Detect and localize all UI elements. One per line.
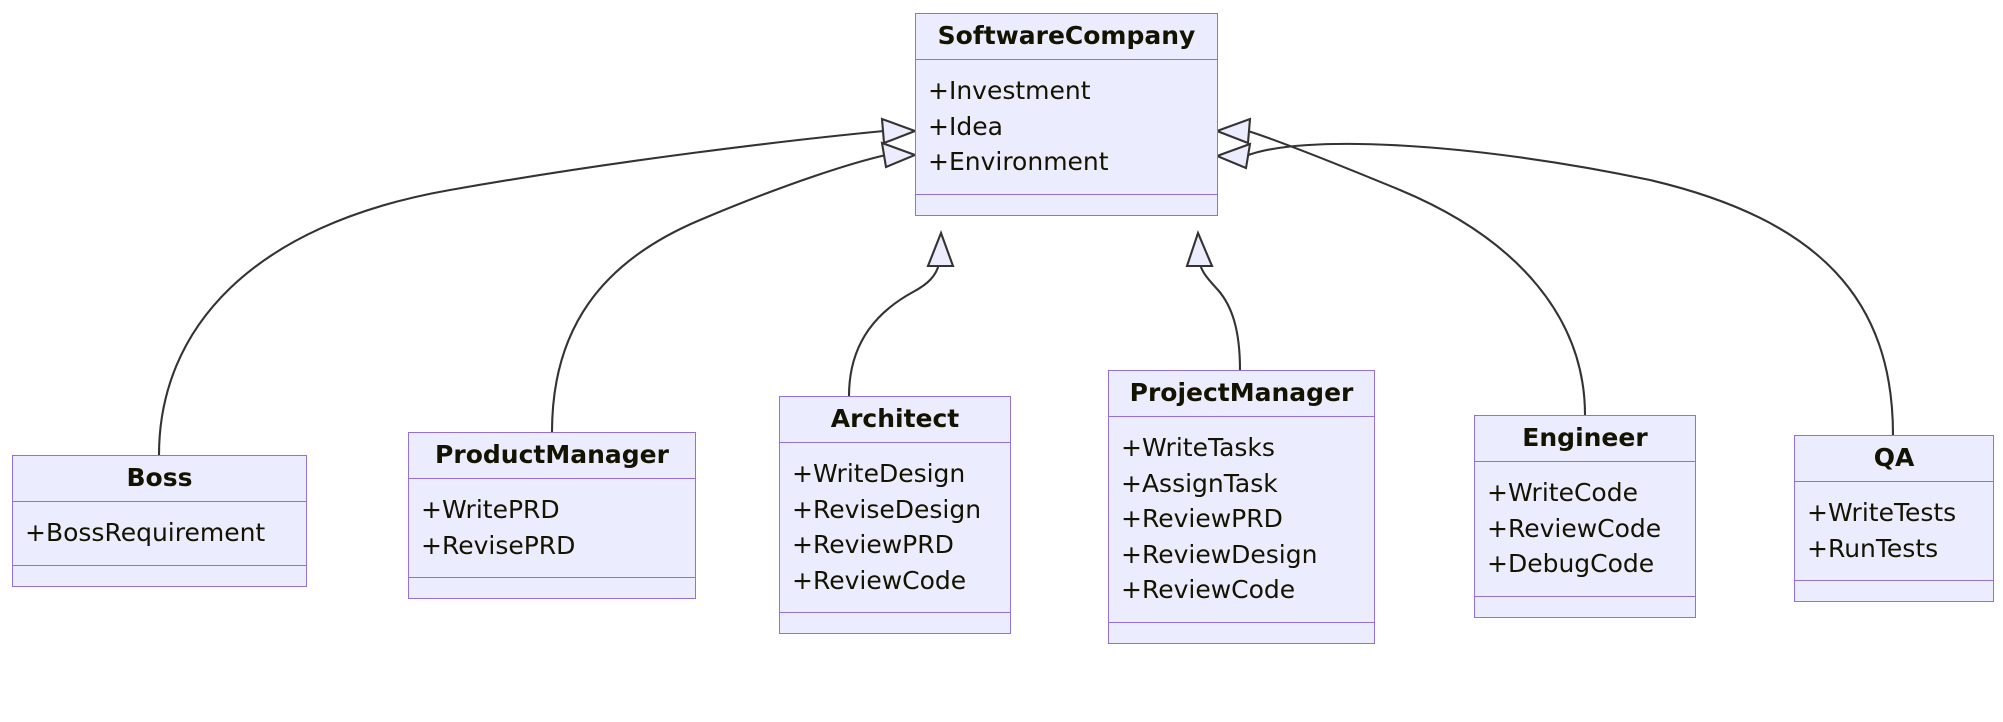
attribute-row: +Environment	[928, 147, 1109, 177]
class-title-productmanager: ProductManager	[409, 433, 695, 480]
attribute-row: +WritePRD	[421, 495, 560, 525]
edge-boss-to-softwarecompany	[157, 129, 885, 456]
class-attributes-qa: +WriteTests +RunTests	[1795, 482, 1993, 582]
attribute-row: +ReviewPRD	[1121, 504, 1283, 534]
attribute-row: +ReviseDesign	[792, 494, 982, 524]
class-methods-softwarecompany	[916, 195, 1217, 215]
class-methods-architect	[780, 613, 1010, 633]
class-title-qa: QA	[1795, 436, 1993, 483]
attribute-row: +BossRequirement	[25, 518, 266, 548]
class-node-qa[interactable]: QA +WriteTests +RunTests	[1794, 435, 1994, 603]
edge-architect-to-softwarecompany	[847, 263, 941, 397]
arrowhead-architect	[926, 230, 955, 268]
attribute-row: +ReviewPRD	[792, 530, 954, 560]
class-node-productmanager[interactable]: ProductManager +WritePRD +RevisePRD	[408, 432, 696, 600]
class-attributes-softwarecompany: +Investment +Idea +Environment	[916, 60, 1217, 195]
class-title-engineer: Engineer	[1475, 416, 1695, 463]
class-methods-boss	[13, 566, 306, 586]
class-node-engineer[interactable]: Engineer +WriteCode +ReviewCode +DebugCo…	[1474, 415, 1696, 618]
attribute-row: +AssignTask	[1121, 468, 1278, 498]
class-title-architect: Architect	[780, 397, 1010, 444]
class-attributes-architect: +WriteDesign +ReviseDesign +ReviewPRD +R…	[780, 443, 1010, 614]
arrowhead-engineer	[1214, 117, 1252, 145]
class-title-softwarecompany: SoftwareCompany	[916, 14, 1217, 61]
attribute-row: +ReviewCode	[1121, 575, 1296, 605]
class-attributes-engineer: +WriteCode +ReviewCode +DebugCode	[1475, 462, 1695, 597]
attribute-row: +ReviewDesign	[1121, 539, 1318, 569]
class-methods-projectmanager	[1109, 623, 1374, 643]
class-attributes-boss: +BossRequirement	[13, 502, 306, 566]
attribute-row: +WriteCode	[1487, 478, 1638, 508]
class-methods-qa	[1795, 581, 1993, 601]
attribute-row: +WriteDesign	[792, 459, 966, 489]
class-methods-engineer	[1475, 597, 1695, 617]
class-node-architect[interactable]: Architect +WriteDesign +ReviseDesign +Re…	[779, 396, 1011, 635]
class-node-softwarecompany[interactable]: SoftwareCompany +Investment +Idea +Envir…	[915, 13, 1218, 216]
class-title-boss: Boss	[13, 456, 306, 503]
arrowhead-boss	[880, 117, 918, 145]
class-node-boss[interactable]: Boss +BossRequirement	[12, 455, 307, 587]
attribute-row: +RevisePRD	[421, 530, 576, 560]
edge-projectmanager-to-softwarecompany	[1198, 263, 1242, 371]
class-title-projectmanager: ProjectManager	[1109, 371, 1374, 418]
attribute-row: +Idea	[928, 111, 1003, 141]
attribute-row: +Investment	[928, 76, 1091, 106]
class-node-projectmanager[interactable]: ProjectManager +WriteTasks +AssignTask +…	[1108, 370, 1375, 644]
attribute-row: +WriteTests	[1807, 498, 1957, 528]
attribute-row: +ReviewCode	[792, 565, 967, 595]
edge-productmanager-to-softwarecompany	[550, 153, 887, 433]
attribute-row: +DebugCode	[1487, 549, 1655, 579]
arrowhead-qa	[1214, 142, 1252, 170]
class-attributes-projectmanager: +WriteTasks +AssignTask +ReviewPRD +Revi…	[1109, 417, 1374, 623]
class-attributes-productmanager: +WritePRD +RevisePRD	[409, 479, 695, 579]
class-methods-productmanager	[409, 578, 695, 598]
attribute-row: +ReviewCode	[1487, 513, 1662, 543]
attribute-row: +WriteTasks	[1121, 433, 1275, 463]
arrowhead-projectmanager	[1185, 230, 1214, 268]
arrowhead-productmanager	[880, 141, 918, 169]
attribute-row: +RunTests	[1807, 533, 1939, 563]
